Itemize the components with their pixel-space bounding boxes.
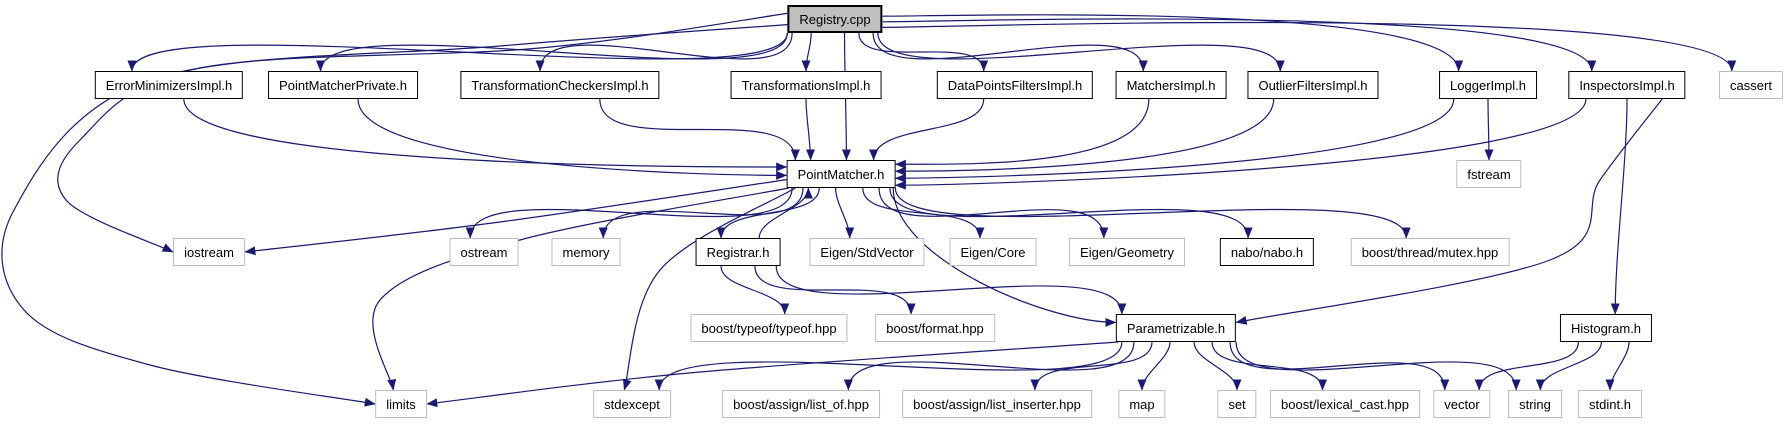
include-edge-registry-to-logger — [882, 14, 1464, 72]
graph-node-vector: vector — [1433, 390, 1491, 418]
include-edge-inspectors-to-histogram — [1610, 98, 1628, 315]
include-edge-inspectors-to-pm — [894, 98, 1587, 190]
graph-node-pm[interactable]: PointMatcher.h — [786, 160, 896, 188]
graph-node-eigengeometry: Eigen/Geometry — [1069, 238, 1185, 266]
graph-node-nabo[interactable]: nabo/nabo.h — [1219, 238, 1315, 266]
include-edge-registry-to-transformations — [801, 32, 812, 72]
include-edge-transcheckers-to-pm — [599, 98, 800, 161]
include-edge-dpfilters-to-pm — [869, 98, 985, 161]
graph-node-outlierfilters[interactable]: OutlierFiltersImpl.h — [1247, 71, 1379, 99]
include-edge-parametrizable-to-listof — [843, 341, 1135, 391]
include-edge-parametrizable-to-listinserter — [1030, 341, 1153, 391]
include-edge-logger-to-pm — [894, 98, 1455, 183]
graph-node-listinserter: boost/assign/list_inserter.hpp — [902, 390, 1092, 418]
include-edge-registry-to-transcheckers — [535, 32, 793, 72]
include-edge-pm-to-eigengeometry — [878, 187, 1109, 239]
include-edge-registrar-to-parametrizable — [775, 265, 1127, 315]
graph-node-fstream: fstream — [1456, 160, 1522, 188]
include-edge-histogram-to-vector — [1474, 341, 1579, 391]
graph-node-set: set — [1217, 390, 1257, 418]
graph-node-transformations[interactable]: TransformationsImpl.h — [730, 71, 882, 99]
include-edge-errorminimizers-to-pm — [183, 98, 788, 172]
graph-node-iostream: iostream — [173, 238, 245, 266]
include-edge-pm-to-stdexcept — [622, 187, 796, 391]
graph-node-cassert: cassert — [1719, 71, 1783, 99]
include-edge-pm-to-registrar — [716, 187, 820, 239]
include-edge-pmprivate-to-pm — [357, 98, 788, 180]
graph-node-mutex: boost/thread/mutex.hpp — [1350, 238, 1510, 266]
graph-node-listof: boost/assign/list_of.hpp — [722, 390, 880, 418]
include-edge-registrar-to-format — [754, 265, 916, 315]
graph-node-stdint: stdint.h — [1578, 390, 1642, 418]
include-edge-pm-to-parametrizable — [892, 187, 1117, 327]
include-edge-pm-to-iostream — [244, 179, 787, 256]
include-edge-logger-to-fstream — [1484, 98, 1494, 161]
include-edge-parametrizable-to-lexicalcast — [1211, 341, 1327, 391]
include-edge-parametrizable-to-vector — [1229, 341, 1450, 391]
graph-node-transcheckers[interactable]: TransformationCheckersImpl.h — [460, 71, 660, 99]
include-edge-pm-to-limits — [372, 187, 789, 391]
graph-node-stdvector: Eigen/StdVector — [809, 238, 925, 266]
graph-node-matchers[interactable]: MatchersImpl.h — [1115, 71, 1227, 99]
graph-node-string: string — [1508, 390, 1562, 418]
graph-node-registry: Registry.cpp — [787, 5, 883, 33]
graph-node-registrar[interactable]: Registrar.h — [695, 238, 781, 266]
include-edge-matchers-to-pm — [894, 98, 1150, 169]
graph-node-errorminimizers[interactable]: ErrorMinimizersImpl.h — [94, 71, 244, 99]
include-edge-pm-to-eigencore — [862, 187, 985, 239]
include-edge-inspectors-to-parametrizable — [1235, 98, 1663, 325]
include-edge-transformations-to-pm — [805, 98, 816, 161]
include-edge-parametrizable-to-limits — [426, 341, 1119, 408]
graph-node-histogram[interactable]: Histogram.h — [1559, 314, 1653, 342]
include-edge-outlierfilters-to-pm — [894, 98, 1275, 176]
include-edge-pm-to-nabo — [889, 187, 1253, 239]
include-edge-registry-to-matchers — [872, 32, 1148, 72]
graph-node-inspectors[interactable]: InspectorsImpl.h — [1568, 71, 1686, 99]
graph-node-eigencore: Eigen/Core — [949, 238, 1037, 266]
graph-node-lexicalcast: boost/lexical_cast.hpp — [1270, 390, 1420, 418]
include-edge-histogram-to-string — [1535, 341, 1602, 391]
graph-node-stdexcept: stdexcept — [593, 390, 671, 418]
graph-node-memory: memory — [551, 238, 621, 266]
include-edge-pm-to-mutex — [894, 187, 1411, 239]
include-edge-registry-to-cassert — [882, 21, 1737, 72]
include-edge-pm-to-stdvector — [834, 187, 855, 239]
graph-node-pmprivate[interactable]: PointMatcherPrivate.h — [268, 71, 418, 99]
include-edge-registry-to-pmprivate — [316, 32, 788, 72]
include-edge-parametrizable-to-map — [1137, 341, 1171, 391]
graph-node-logger[interactable]: LoggerImpl.h — [1439, 71, 1537, 99]
include-edge-parametrizable-to-stdexcept — [654, 341, 1123, 391]
graph-node-ostream: ostream — [449, 238, 519, 266]
graph-node-parametrizable[interactable]: Parametrizable.h — [1115, 314, 1237, 342]
include-edge-parametrizable-to-string — [1235, 341, 1521, 391]
include-edge-registry-to-outlierfilters — [877, 32, 1285, 72]
include-edge-registrar-to-typeof — [720, 265, 790, 315]
include-edge-histogram-to-stdint — [1605, 341, 1630, 391]
graph-node-dpfilters[interactable]: DataPointsFiltersImpl.h — [936, 71, 1094, 99]
graph-node-limits: limits — [375, 390, 427, 418]
include-edge-parametrizable-to-set — [1193, 341, 1242, 391]
graph-node-format: boost/format.hpp — [875, 314, 995, 342]
include-edge-registry-to-dpfilters — [858, 32, 989, 72]
graph-node-map: map — [1118, 390, 1166, 418]
include-edge-registry-to-inspectors — [882, 18, 1597, 72]
graph-node-typeof: boost/typeof/typeof.hpp — [690, 314, 848, 342]
include-edge-registry-to-limits — [1, 24, 788, 407]
include-edge-registrar-to-pm — [758, 187, 813, 239]
